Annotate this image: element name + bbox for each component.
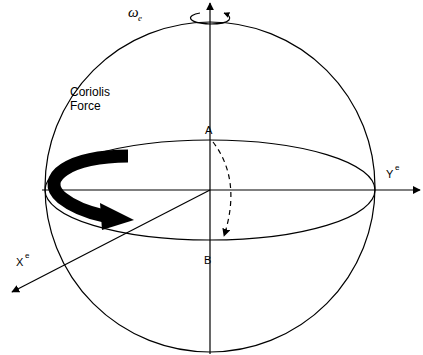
omega-symbol: ω <box>128 4 139 21</box>
coriolis-arrowhead <box>100 203 134 230</box>
superscript-label: e <box>25 251 29 260</box>
coriolis-arrow <box>54 156 128 216</box>
path-arrow <box>213 142 231 236</box>
rotation-arrow <box>191 13 230 24</box>
y-axis <box>42 189 420 190</box>
z-axis <box>209 3 210 354</box>
subscript-label: e <box>138 13 142 23</box>
x-axis <box>12 190 210 292</box>
axis-label: Y <box>386 168 393 181</box>
point-label: A <box>205 124 212 137</box>
axis-label: X <box>16 256 23 269</box>
force-label: Coriolis Force <box>70 86 128 114</box>
point-label: B <box>204 254 211 267</box>
superscript-label: e <box>395 163 399 172</box>
